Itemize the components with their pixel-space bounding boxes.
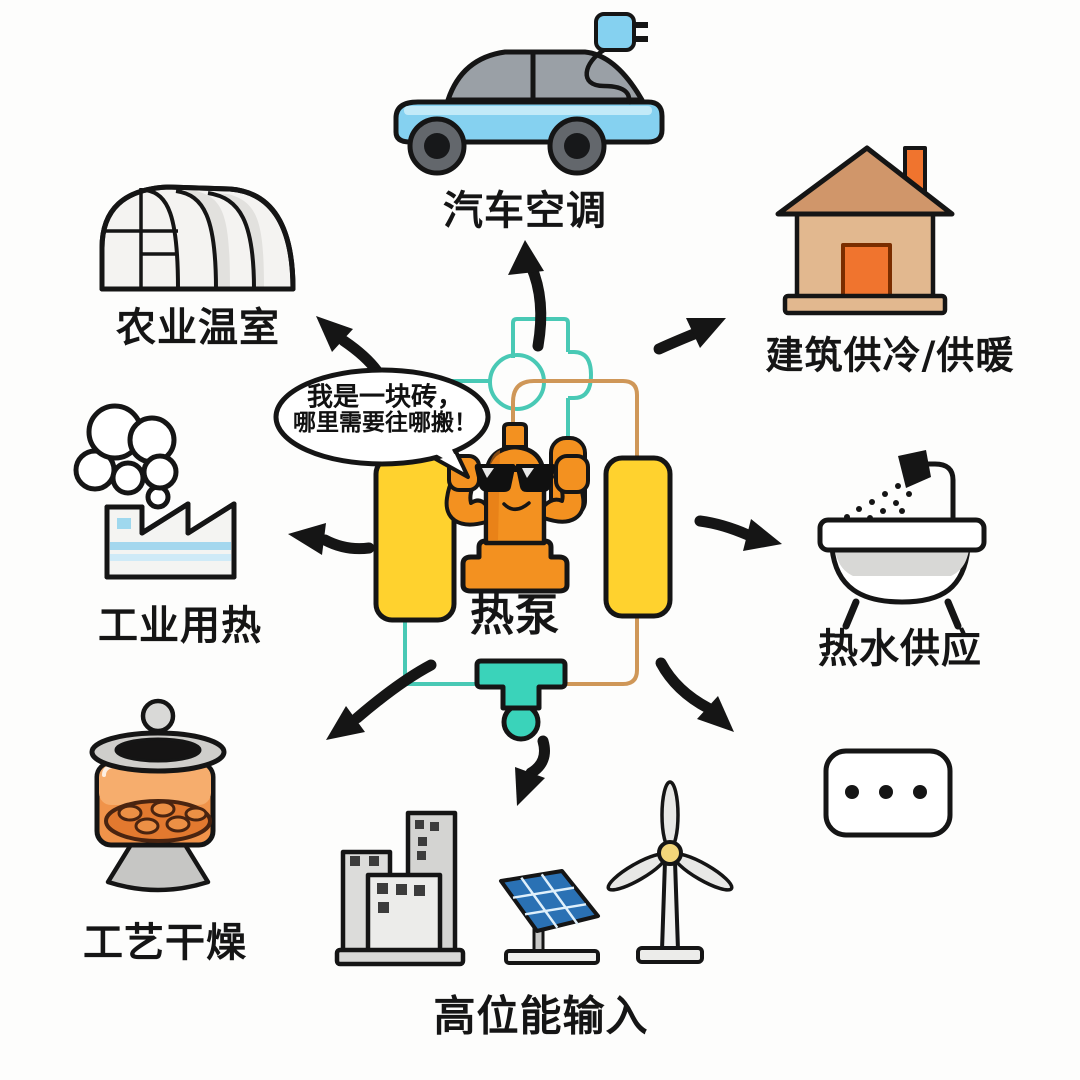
arrow-to-bathtub (694, 515, 782, 551)
smile (502, 501, 531, 511)
arrow-to-drying-pot (326, 659, 437, 740)
lid-knob (140, 698, 176, 734)
label-hot-water: 热水供应 (818, 626, 982, 672)
turbine-hub (657, 840, 683, 866)
pot-stand (105, 840, 211, 893)
speech-bubble (273, 367, 491, 479)
tub-rim (817, 517, 987, 553)
shower-pipe (919, 461, 956, 525)
label-car-ac: 汽车空调 (443, 188, 607, 234)
sunglasses-icon (474, 464, 556, 492)
arrow-to-car (508, 240, 547, 352)
arrow-to-energy-input (515, 735, 550, 806)
cap (502, 422, 528, 449)
right-fist (554, 454, 590, 494)
house-icon (775, 145, 955, 316)
label-industrial-heat: 工业用热 (98, 603, 262, 649)
arrow-to-factory (288, 523, 375, 555)
heat-exchanger-left (373, 455, 457, 623)
solar-panel-icon (499, 869, 600, 965)
smoke-cloud (73, 403, 179, 510)
arrows (288, 240, 782, 806)
house-roof (775, 145, 955, 217)
car-wheel (407, 116, 467, 176)
arrow-to-greenhouse (316, 316, 383, 377)
heat-exchanger-right (603, 455, 673, 619)
solar-array (499, 869, 600, 933)
label-energy-input: 高位能输入 (433, 991, 649, 1041)
greenhouse-icon (99, 184, 296, 292)
wind-turbine-icon (606, 780, 734, 964)
label-greenhouse: 农业温室 (116, 305, 280, 351)
speech-bubble-line1: 我是一块砖， (306, 382, 464, 413)
house-base (782, 293, 948, 316)
expansion-valve (474, 658, 568, 742)
label-process-drying: 工艺干燥 (83, 920, 247, 966)
arrow-to-house (653, 318, 726, 355)
drying-pot-icon (89, 698, 227, 893)
charging-cable (584, 48, 632, 105)
car-cabin (445, 49, 645, 103)
electric-car-icon (393, 12, 665, 176)
bathtub-shower-icon (817, 450, 987, 630)
city-buildings-icon (334, 810, 466, 967)
arrow-to-others (655, 657, 734, 732)
ellipsis-icon (823, 748, 953, 838)
label-building-hvac: 建筑供冷/供暖 (765, 333, 1015, 378)
shower-head (898, 450, 931, 488)
label-heat-pump: 热泵 (470, 590, 560, 641)
heat-pump-character (444, 422, 590, 594)
speech-bubble-line2: 哪里需要往哪搬！ (293, 410, 477, 436)
house-door (841, 243, 892, 300)
charging-plug (594, 12, 636, 52)
factory-icon (73, 403, 237, 580)
pipe-orange (511, 379, 639, 686)
pedestal (460, 538, 570, 594)
car-wheel (547, 116, 607, 176)
